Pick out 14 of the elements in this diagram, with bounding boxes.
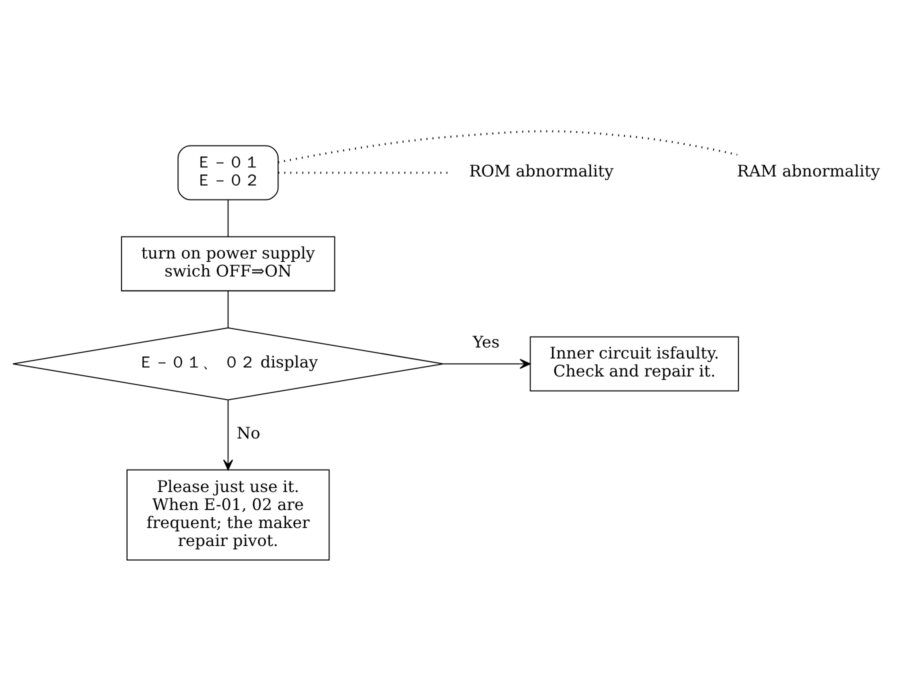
node-box: turn on power supply swich OFF⇒ON (121, 236, 336, 292)
connector (228, 199, 229, 238)
node-diamond: Ｅ－０１、 ０２ display (12, 327, 444, 400)
arrow (442, 358, 531, 369)
arrow (223, 400, 234, 470)
node-box: Please just use it. When E-01, 02 are frequent; the maker repair pivot. (126, 469, 330, 560)
node-box: Ｅ－０１ Ｅ－０２ (178, 145, 279, 200)
node-text: RAM abnormality (737, 162, 880, 181)
connector (228, 290, 229, 328)
node-box: Inner circuit isfaulty. Check and repair it. (530, 336, 739, 392)
connector (278, 130, 738, 164)
edge-label: No (236, 424, 260, 443)
edge-label: Yes (472, 332, 500, 352)
node-text: ROM abnormality (469, 162, 614, 181)
